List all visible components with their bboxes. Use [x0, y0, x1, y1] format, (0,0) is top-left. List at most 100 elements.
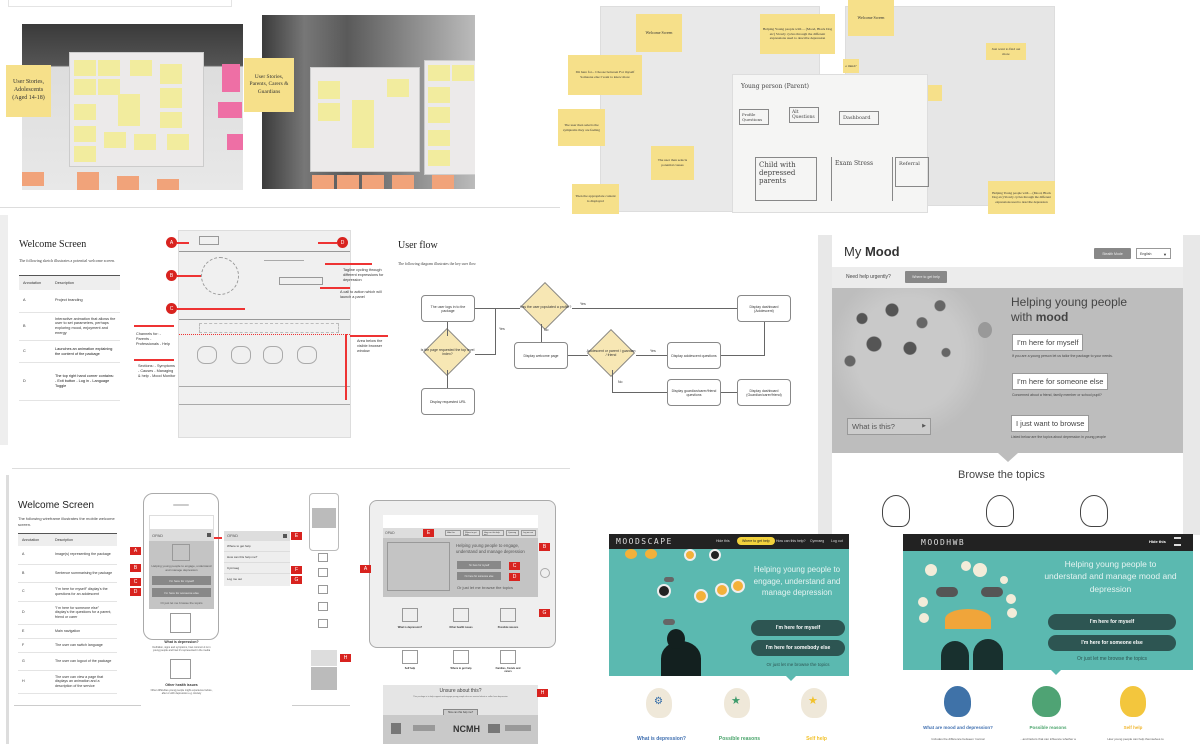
menu-item-log-out[interactable]: Log me out: [227, 577, 243, 581]
topic-possible-reasons[interactable]: Possible reasons: [1029, 725, 1067, 730]
tablet-topic[interactable]: Other health issues: [449, 626, 473, 629]
phone-here-for-myself-button[interactable]: I'm here for myself: [152, 576, 211, 585]
stealth-mode-button[interactable]: Stealth Mode: [1094, 248, 1131, 259]
star-icon: ★: [808, 695, 818, 707]
browse-topics-link[interactable]: Or just let me browse the topics: [1076, 656, 1148, 662]
topic-self-help[interactable]: Self help: [806, 736, 827, 742]
moodscape-headline: Helping young people to engage, understa…: [753, 565, 841, 598]
nav-hide-this[interactable]: Hide this: [445, 530, 461, 536]
nav-log-out[interactable]: Log me out: [521, 530, 536, 536]
chevron-down-icon: ▼: [1163, 252, 1167, 257]
nav-where-to-get-help[interactable]: Where to get help: [463, 530, 480, 536]
mobile-welcome-title: Welcome Screen: [18, 500, 94, 511]
tablet-topic[interactable]: Where to get help: [450, 667, 472, 670]
flow-adolescent-questions: Display adolescent questions: [667, 342, 721, 369]
nav-cymraeg[interactable]: Cymraeg: [810, 539, 825, 543]
user-flow-intro: The following diagram illustrates the ke…: [398, 262, 476, 266]
tag-b: B: [166, 270, 177, 281]
note-content-displayed: Then the appropriate content is displaye…: [572, 184, 619, 214]
person-silhouette: [941, 641, 969, 670]
phone-browse-link[interactable]: Or just let me browse the topics: [160, 601, 203, 605]
flow-profile: Has the user populated a profile?: [519, 304, 572, 309]
topic-what-are-mood-and-depression[interactable]: What are mood and depression?: [923, 725, 993, 730]
nav-log-out[interactable]: Log out: [831, 539, 843, 543]
mobile-full-page-thumbnail: [309, 493, 339, 551]
handwritten-referral: Referral: [895, 157, 929, 187]
flow-top-level: Is the page requested the top level inde…: [420, 347, 475, 356]
table-row: C"I'm here for myself" display's the que…: [18, 582, 117, 602]
tablet-here-for-someone-button[interactable]: I'm here for someone else: [457, 572, 501, 580]
dog-head-icon: [944, 686, 971, 717]
bulb-cluster: [838, 293, 958, 378]
note-symptoms: The user then selects the symptoms they …: [558, 109, 605, 146]
phone-topic-2-desc: Other difficulties young people might ex…: [150, 689, 213, 695]
hamburger-menu-icon[interactable]: [207, 533, 211, 537]
here-for-somebody-else-button[interactable]: I'm here for somebody else: [751, 640, 845, 656]
where-to-get-help-button[interactable]: Where to get help: [905, 271, 947, 283]
moodhwb-navbar: MOODHWB Hide this: [903, 534, 1193, 551]
language-select[interactable]: English▼: [1136, 248, 1171, 259]
nav-how-can-this-help[interactable]: How can this help me?: [482, 530, 504, 536]
menu-item-cymraeg[interactable]: Cymraeg: [224, 563, 290, 574]
col-description: Description: [51, 533, 117, 546]
user-stories-parents-photo: [262, 15, 475, 189]
section-divider: [12, 468, 570, 469]
unsure-panel: Unsure about this? This package is to he…: [383, 685, 538, 716]
just-browse-button[interactable]: I just want to browse: [1011, 415, 1090, 432]
phone-hero: [149, 541, 214, 609]
sticky-note-parents: User Stories, Parents, Carers & Guardian…: [244, 58, 294, 112]
tablet-topic[interactable]: Families, friends and carers: [495, 667, 521, 673]
topic-what-is-depression[interactable]: What is depression?: [637, 736, 686, 742]
user-flow-title: User flow: [398, 240, 438, 251]
browse-topics-link[interactable]: Or just let me browse the topics: [766, 662, 830, 667]
note-partial: [928, 85, 942, 101]
tablet-browse-link[interactable]: Or just let me browse the topics: [457, 585, 514, 590]
image-placeholder: [170, 659, 191, 679]
image-placeholder: [172, 544, 190, 561]
menu-item-how-can-this-help[interactable]: How can this help me?: [224, 552, 290, 563]
tablet-topic[interactable]: Self help: [404, 667, 416, 670]
here-for-someone-else-button[interactable]: I'm here for someone else: [1012, 373, 1109, 390]
phone-here-for-someone-button[interactable]: I'm here for someone else: [152, 588, 211, 597]
hamburger-menu-icon[interactable]: [1174, 537, 1181, 546]
nav-where-to-get-help[interactable]: Where to get help: [737, 537, 775, 545]
here-for-myself-button[interactable]: I'm here for myself: [1012, 334, 1084, 351]
left-border: [6, 475, 9, 744]
here-for-myself-button[interactable]: I'm here for myself: [751, 620, 845, 636]
tablet-topic[interactable]: What is depression?: [397, 626, 423, 629]
topic-possible-reasons[interactable]: Possible reasons: [718, 736, 761, 742]
tablet-header: OPAD Hide this Where to get help How can…: [383, 528, 538, 538]
here-for-someone-else-button[interactable]: I'm here for someone else: [1048, 635, 1176, 651]
hamburger-menu-icon[interactable]: [283, 534, 287, 538]
hide-this-link[interactable]: Hide this: [1149, 539, 1166, 544]
menu-item-where-to-get-help[interactable]: Where to get help: [224, 541, 290, 552]
here-for-myself-caption: If you are a young person let us tailor …: [1012, 354, 1113, 358]
topic-dog-head-icon: [882, 495, 910, 527]
nav-cymraeg[interactable]: Cymraeg: [506, 530, 519, 536]
here-for-myself-button[interactable]: I'm here for myself: [1048, 614, 1176, 630]
tag-c: C: [130, 578, 141, 586]
topic-self-help[interactable]: Self help: [1123, 725, 1143, 730]
here-for-someone-else-caption: Concerned about a friend, family member …: [1012, 393, 1102, 397]
flow-guardian-questions: Display guardian/carer/friend questions: [667, 379, 721, 406]
nav-hide-this[interactable]: Hide this: [716, 539, 730, 543]
footer-logo-ncmh: NCMH: [453, 724, 480, 734]
tag-a: A: [166, 237, 177, 248]
what-is-this-button[interactable]: What is this?▶: [847, 418, 931, 435]
tablet-here-for-myself-button[interactable]: I'm here for myself: [457, 561, 501, 569]
nav-how-can-this-help[interactable]: How can this help?: [776, 539, 806, 543]
tag-a: A: [130, 547, 141, 555]
top-frame-line: [8, 0, 232, 7]
topic-head-icon: [1080, 495, 1108, 527]
balloon-head-icon: [645, 549, 657, 559]
annotation-cta: A call to action which will launch a pan…: [340, 290, 382, 300]
tablet-topic[interactable]: Possible reasons: [497, 626, 519, 629]
browse-topics-title: Browse the topics: [958, 469, 1045, 481]
image-placeholder: [500, 650, 516, 664]
phone-topic-1: What is depression?: [164, 640, 199, 644]
note-find-out-more: Just want to find out more: [986, 43, 1026, 60]
gear-icon: ⚙: [654, 696, 663, 707]
tag-b: B: [130, 564, 141, 572]
